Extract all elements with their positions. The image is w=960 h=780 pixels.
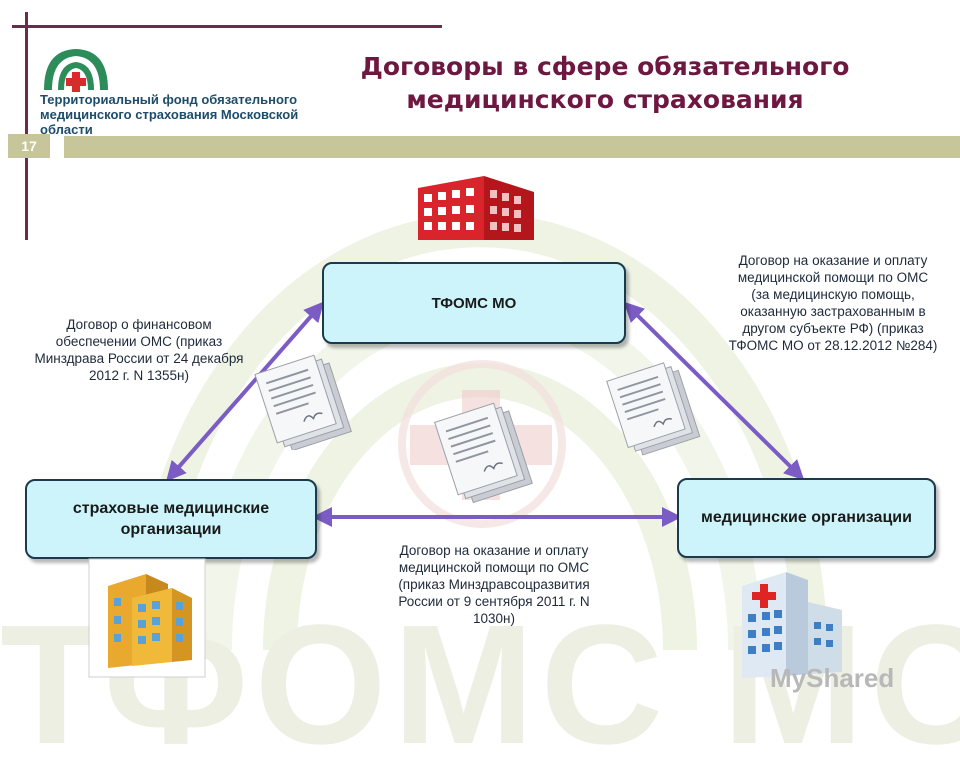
org-name: Территориальный фонд обязательного медиц… [40,92,299,137]
node-tfoms: ТФОМС МО [322,262,626,344]
arrow-left-center [166,301,324,482]
office-building-icon [88,558,206,678]
header-left-line [25,12,28,240]
document-stack-icon [606,362,701,456]
node-insurers: страховые медицинские организации [25,479,317,559]
relation-arrows [166,301,805,527]
slide-number: 17 [8,134,50,158]
watermark-site: MyShared [770,663,895,693]
page-title: Договоры в сфере обязательного медицинск… [360,52,850,114]
note-interregional-contract: Договор на оказание и оплату медицинской… [728,253,938,353]
note-care-payment-contract: Договор на оказание и оплату медицинской… [398,543,590,626]
clinic-cross-icon [742,572,842,678]
note-financing-contract: Договор о финансовом обеспечении ОМС (пр… [34,317,244,383]
document-stack-icon [434,402,533,504]
node-tfoms-label: ТФОМС МО [431,294,517,312]
node-medical-orgs: медицинские организации [677,478,936,558]
logo-dome-icon [44,49,108,92]
hospital-building-icon [418,176,534,240]
arrow-right-center [623,301,805,481]
document-stack-icon [254,354,352,450]
node-insurers-label: страховые медицинские организации [72,500,270,538]
header-bar [64,136,960,158]
node-medical-orgs-label: медицинские организации [701,509,912,526]
header-top-line [12,25,442,28]
